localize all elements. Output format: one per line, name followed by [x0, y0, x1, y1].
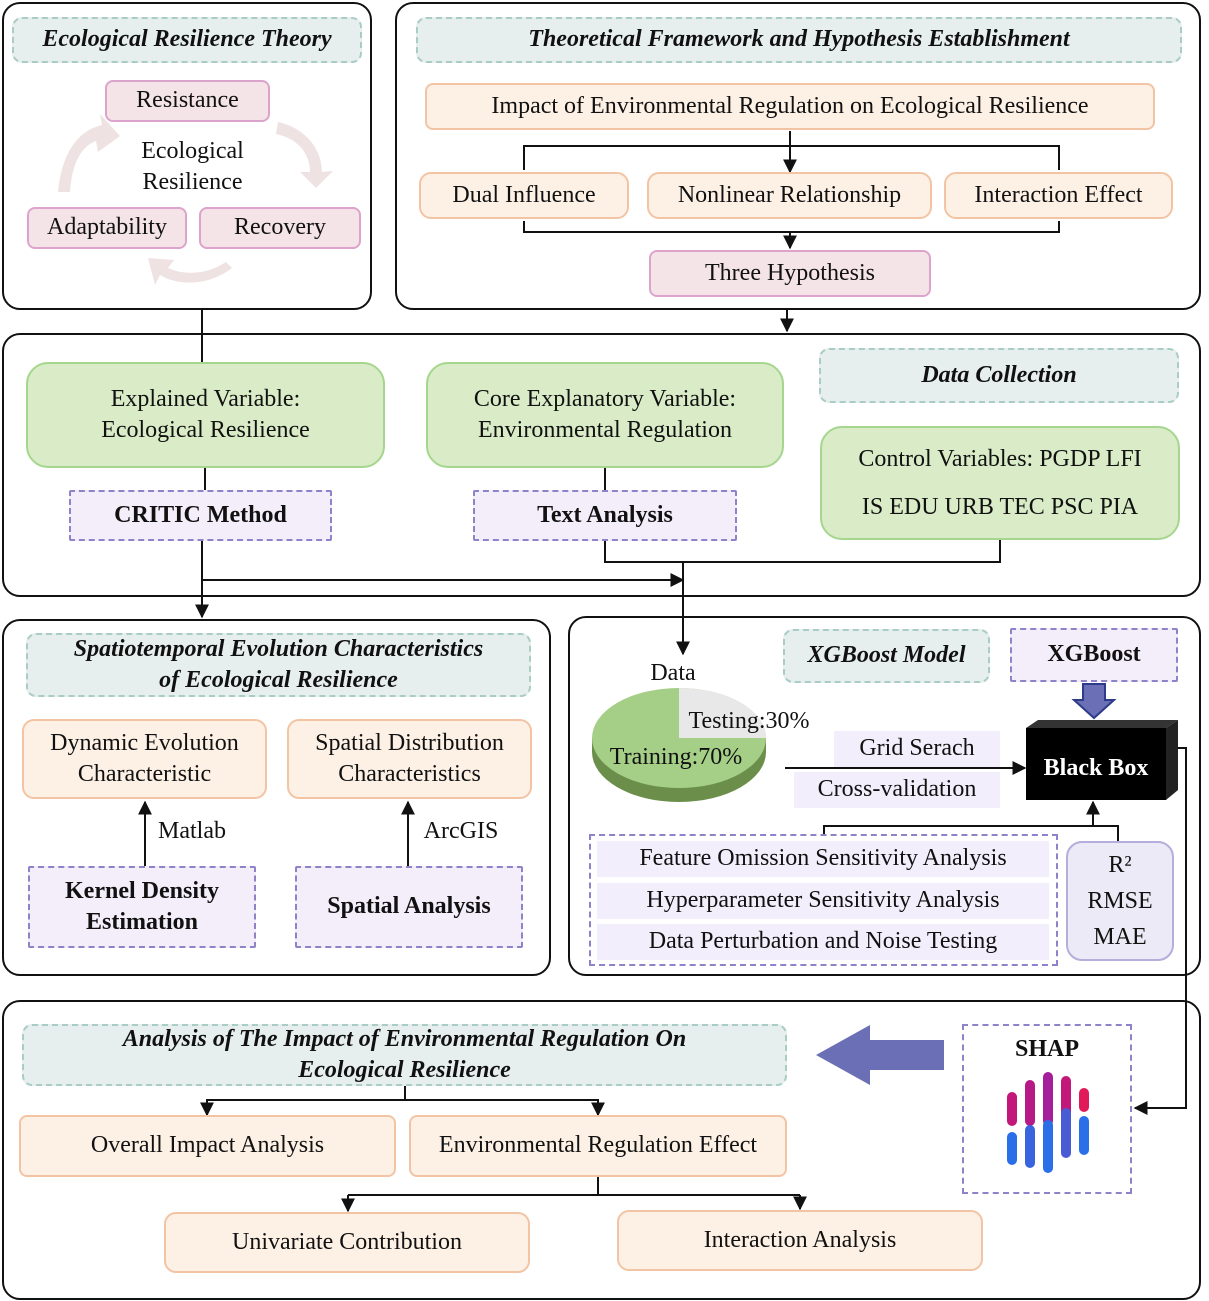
spatial-analysis-box: Spatial Analysis [295, 866, 523, 948]
black-box-shape [1026, 720, 1178, 800]
down-arrow-icon [1071, 683, 1117, 720]
spatiotemporal-title: Spatiotemporal Evolution Characteristics… [26, 633, 531, 697]
mae-label: MAE [1093, 924, 1147, 950]
metrics-box: R² RMSE MAE [1066, 841, 1174, 961]
interaction-effect-box: Interaction Effect [944, 172, 1173, 219]
dual-influence-box: Dual Influence [419, 172, 629, 219]
variables-panel [2, 333, 1201, 597]
shap-label: SHAP [1014, 1036, 1079, 1063]
univariate-contribution-box: Univariate Contribution [164, 1212, 530, 1273]
left-arrow-icon [816, 1025, 944, 1085]
arcgis-label: ArcGIS [423, 818, 499, 845]
cycle-arrows-icon [58, 114, 333, 285]
r-squared-label: R² [1108, 852, 1132, 878]
theory-panel [2, 2, 372, 310]
testing-label: Testing:30% [688, 708, 810, 735]
explained-variable-box: Explained Variable: Ecological Resilienc… [26, 362, 385, 468]
resistance-box: Resistance [105, 80, 270, 122]
cross-validation-label: Cross-validation [794, 772, 1000, 808]
xgboost-model-title: XGBoost Model [783, 629, 990, 683]
rmse-label: RMSE [1087, 888, 1153, 914]
data-label: Data [650, 660, 696, 687]
framework-title: Theoretical Framework and Hypothesis Est… [416, 17, 1182, 63]
feature-omission-label: Feature Omission Sensitivity Analysis [597, 841, 1049, 877]
ecological-resilience-center: Ecological Resilience [141, 137, 244, 195]
hyperparameter-label: Hyperparameter Sensitivity Analysis [597, 883, 1049, 919]
xgboost-box: XGBoost [1010, 628, 1178, 682]
analysis-panel [2, 1000, 1201, 1300]
framework-panel [395, 2, 1201, 310]
shap-box [962, 1024, 1132, 1194]
env-regulation-effect-box: Environmental Regulation Effect [409, 1115, 787, 1177]
impact-box: Impact of Environmental Regulation on Ec… [425, 83, 1155, 130]
theory-title: Ecological Resilience Theory [12, 17, 362, 63]
overall-impact-box: Overall Impact Analysis [19, 1115, 396, 1177]
core-explanatory-variable-box: Core Explanatory Variable: Environmental… [426, 362, 784, 468]
matlab-label: Matlab [158, 818, 226, 845]
spatial-distribution-box: Spatial Distribution Characteristics [287, 719, 532, 799]
black-box-label: Black Box [1043, 755, 1149, 782]
text-analysis-box: Text Analysis [473, 490, 737, 541]
recovery-box: Recovery [199, 207, 361, 249]
dynamic-evolution-box: Dynamic Evolution Characteristic [22, 719, 267, 799]
data-perturbation-label: Data Perturbation and Noise Testing [597, 924, 1049, 960]
train-test-pie-chart [592, 688, 766, 802]
sensitivity-group [589, 834, 1058, 966]
control-variables-box: Control Variables: PGDP LFI IS EDU URB T… [820, 426, 1180, 540]
shap-logo-icon [1007, 1072, 1089, 1173]
adaptability-box: Adaptability [27, 207, 187, 249]
kernel-density-box: Kernel Density Estimation [28, 866, 256, 948]
grid-search-label: Grid Serach [834, 731, 1000, 767]
spatiotemporal-panel [2, 619, 551, 976]
data-collection-title: Data Collection [819, 348, 1179, 403]
three-hypothesis-box: Three Hypothesis [649, 250, 931, 297]
critic-method-box: CRITIC Method [69, 490, 332, 541]
interaction-analysis-box: Interaction Analysis [617, 1210, 983, 1271]
analysis-title: Analysis of The Impact of Environmental … [22, 1024, 787, 1086]
xgboost-panel [568, 616, 1201, 976]
nonlinear-relationship-box: Nonlinear Relationship [647, 172, 932, 219]
training-label: Training:70% [609, 744, 743, 771]
